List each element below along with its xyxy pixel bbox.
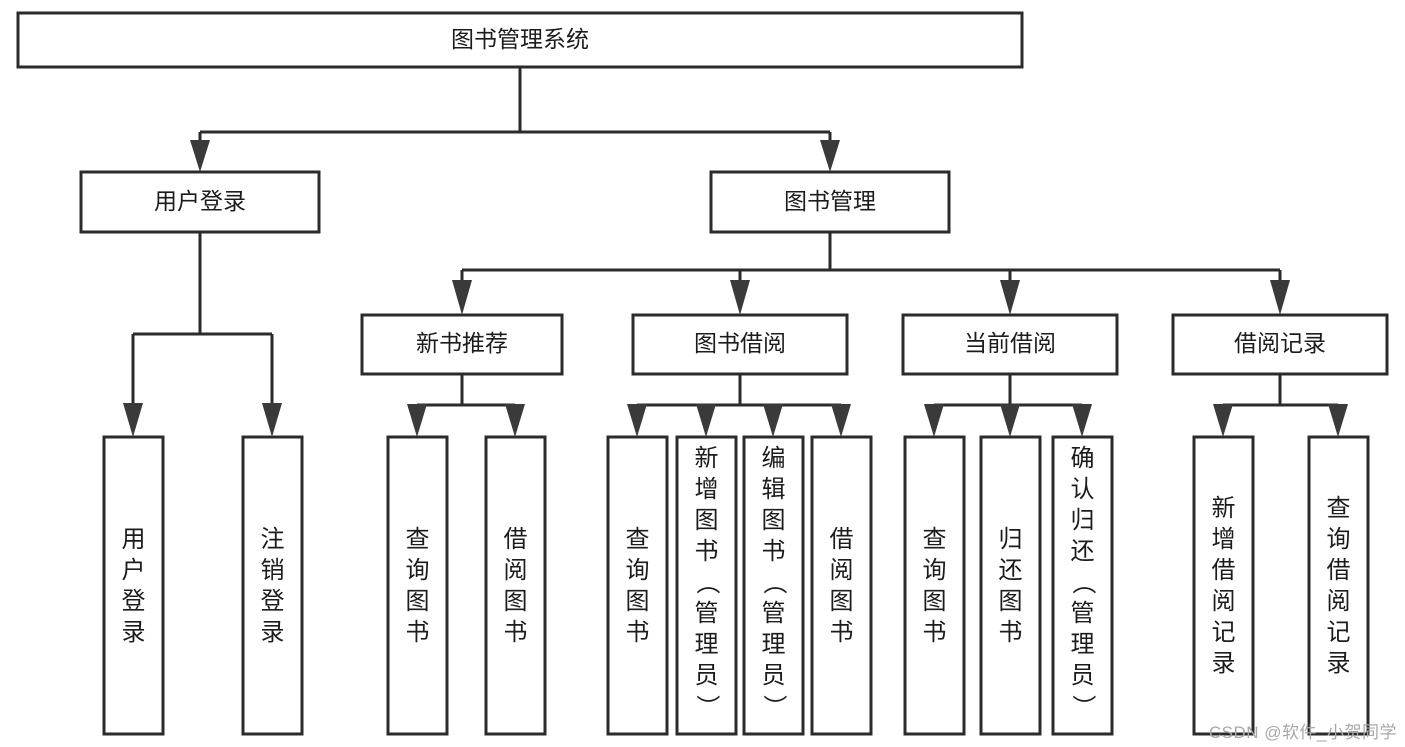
node-leaf-4[interactable] (484, 435, 547, 736)
node-leaf-13[interactable] (1307, 435, 1370, 736)
node-leaf-9-box[interactable] (903, 435, 966, 736)
node-current[interactable]: 当前借阅 (901, 313, 1119, 376)
node-leaf-2-box[interactable] (241, 435, 304, 736)
arrowhead-leaf-4 (505, 404, 525, 437)
arrowhead-leaf-5 (627, 404, 647, 437)
arrowhead-leaf-8 (831, 404, 851, 437)
node-leaf-4-box[interactable] (484, 435, 547, 736)
connector-group-records-to-leaves (1213, 374, 1348, 437)
node-borrow-box[interactable] (631, 313, 849, 376)
arrowhead-borrow (730, 280, 750, 315)
node-newbook-label: 新书推荐 (416, 330, 508, 356)
arrowhead-leaf-9 (924, 404, 944, 437)
node-borrow-label: 图书借阅 (694, 330, 786, 356)
node-root[interactable]: 图书管理系统 (16, 11, 1024, 69)
node-leaf-8-box[interactable] (810, 435, 873, 736)
node-leaf-13-box[interactable] (1307, 435, 1370, 736)
arrowhead-leaf-12 (1213, 404, 1233, 437)
node-leaf-1-box[interactable] (102, 435, 165, 736)
node-bookmgmt[interactable]: 图书管理 (709, 170, 951, 234)
connector-group-newbook-to-leaves (407, 374, 525, 437)
node-records-label: 借阅记录 (1234, 330, 1326, 356)
node-records[interactable]: 借阅记录 (1171, 313, 1389, 376)
node-leaf-8[interactable] (810, 435, 873, 736)
arrowhead-newbook (452, 280, 472, 315)
arrowhead-records (1270, 280, 1290, 315)
node-leaf-7[interactable] (742, 435, 805, 736)
connector-group-borrow-to-leaves (627, 374, 851, 437)
node-leaf-6[interactable] (675, 435, 738, 736)
connector-group-current-to-leaves (924, 374, 1092, 437)
arrowhead-leaf-13 (1328, 404, 1348, 437)
node-root-label: 图书管理系统 (451, 26, 589, 52)
node-leaf-10[interactable] (979, 435, 1042, 736)
node-leaf-9[interactable] (903, 435, 966, 736)
node-newbook-box[interactable] (360, 313, 564, 376)
arrowhead-leaf-7 (763, 404, 783, 437)
node-leaf-1[interactable] (102, 435, 165, 736)
node-leaf-3[interactable] (386, 435, 449, 736)
connector-group-bookmgmt-to-level3 (452, 232, 1290, 315)
node-borrow[interactable]: 图书借阅 (631, 313, 849, 376)
node-leaf-5[interactable] (606, 435, 669, 736)
node-leaf-12[interactable] (1192, 435, 1255, 736)
arrowhead-current (1000, 280, 1020, 315)
node-leaf-7-box[interactable] (742, 435, 805, 736)
node-login-box[interactable] (79, 170, 321, 234)
node-current-label: 当前借阅 (964, 330, 1056, 356)
node-leaf-10-box[interactable] (979, 435, 1042, 736)
node-login-label: 用户登录 (154, 188, 246, 214)
node-root-box[interactable] (16, 11, 1024, 69)
node-login[interactable]: 用户登录 (79, 170, 321, 234)
arrowhead-leaf-11 (1072, 404, 1092, 437)
node-bookmgmt-label: 图书管理 (784, 188, 876, 214)
node-leaf-6-box[interactable] (675, 435, 738, 736)
node-leaf-3-box[interactable] (386, 435, 449, 736)
arrowhead-login (190, 140, 210, 172)
node-leaf-2[interactable] (241, 435, 304, 736)
node-records-box[interactable] (1171, 313, 1389, 376)
arrowhead-leaf-3 (407, 404, 427, 437)
node-current-box[interactable] (901, 313, 1119, 376)
arrowhead-bookmgmt (820, 140, 840, 172)
node-leaf-12-box[interactable] (1192, 435, 1255, 736)
arrowhead-leaf-6 (696, 404, 716, 437)
arrowhead-leaf-2 (262, 403, 282, 437)
connector-group-root-to-level2 (190, 67, 840, 172)
connector-group-login-to-leaves (123, 232, 282, 437)
node-bookmgmt-box[interactable] (709, 170, 951, 234)
node-leaf-11[interactable] (1051, 435, 1114, 736)
node-leaf-11-box[interactable] (1051, 435, 1114, 736)
node-leaf-5-box[interactable] (606, 435, 669, 736)
node-newbook[interactable]: 新书推荐 (360, 313, 564, 376)
arrowhead-leaf-10 (1000, 404, 1020, 437)
arrowhead-leaf-1 (123, 403, 143, 437)
